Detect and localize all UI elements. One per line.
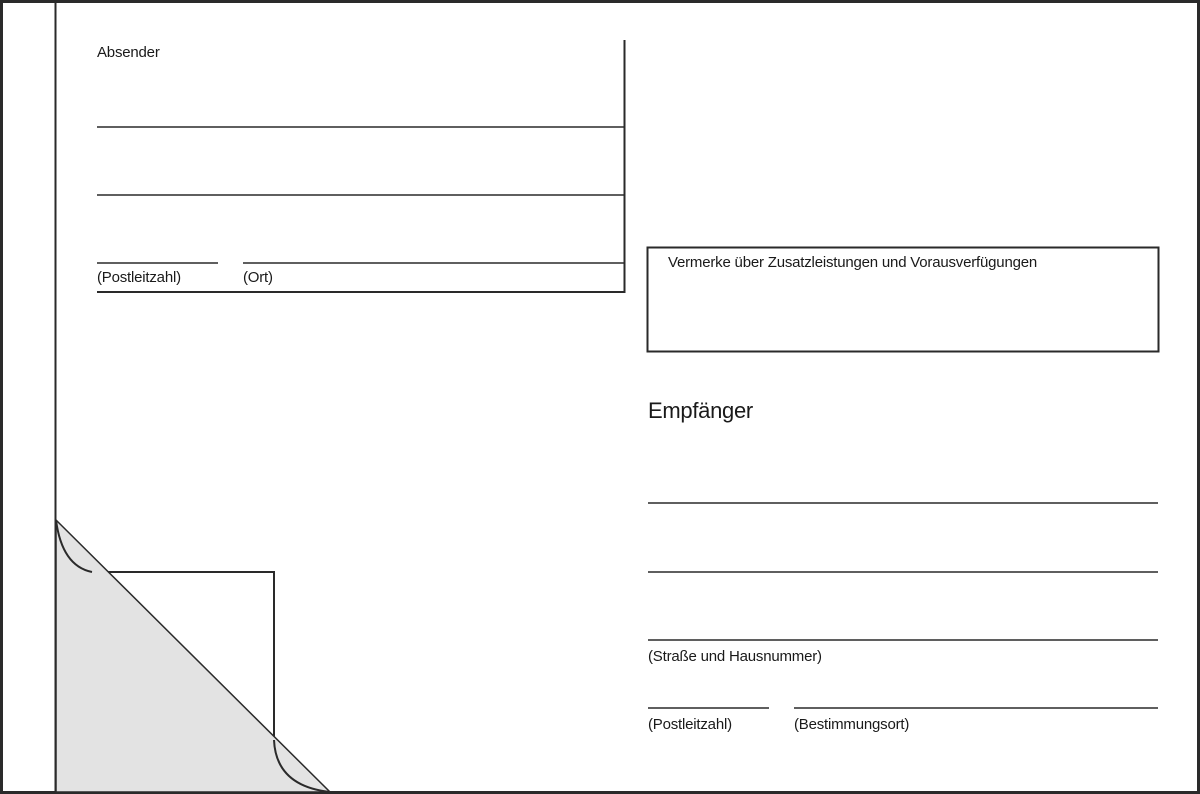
sender-heading: Absender: [97, 44, 160, 61]
recipient-destination-label: (Bestimmungsort): [794, 716, 910, 733]
sender-postal-code-label: (Postleitzahl): [97, 269, 181, 286]
page-curl-top-edge: [55, 519, 93, 573]
recipient-postal-code-label: (Postleitzahl): [648, 716, 732, 733]
stamp-area-outline: [92, 571, 275, 740]
notes-box-label: Vermerke über Zusatzleistungen und Vorau…: [668, 254, 1038, 271]
recipient-street-label: (Straße und Hausnummer): [648, 648, 822, 665]
page-curl-bottom-edge: [273, 739, 331, 793]
sender-city-label: (Ort): [243, 269, 273, 286]
notes-box: [646, 246, 1160, 353]
recipient-heading: Empfänger: [648, 398, 753, 423]
